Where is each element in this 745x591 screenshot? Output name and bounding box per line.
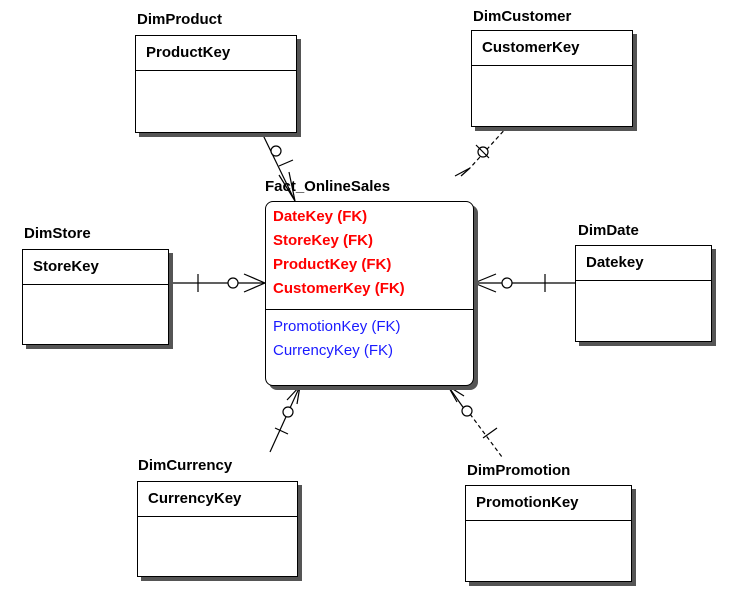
fk-datekey: DateKey (FK) [273,208,368,225]
entity-divider [466,520,631,521]
entity-divider [136,70,296,71]
entity-divider [472,65,632,66]
dimdate-title: DimDate [578,222,639,239]
fk-currencykey: CurrencyKey (FK) [273,342,394,359]
fk-productkey: ProductKey (FK) [273,256,392,273]
fk-customerkey: CustomerKey (FK) [273,280,405,297]
dimdate-entity[interactable]: Datekey [575,245,712,342]
fact-title: Fact_OnlineSales [265,178,391,195]
dimproduct-title: DimProduct [137,11,223,28]
dimproduct-entity[interactable]: ProductKey [135,35,297,133]
dimcustomer-entity[interactable]: CustomerKey [471,30,633,127]
dimcurrency-key: CurrencyKey [148,490,242,507]
dimdate-key: Datekey [586,254,644,271]
entity-divider [138,516,297,517]
entity-divider [576,280,711,281]
dimstore-title: DimStore [24,225,91,242]
customer-relationship-line [469,125,509,169]
currency-relationship-line [269,385,301,453]
product-relationship-line [262,134,296,202]
dimcustomer-key: CustomerKey [482,39,580,56]
dimstore-entity[interactable]: StoreKey [22,249,169,345]
fk-storekey: StoreKey (FK) [273,232,374,249]
dimpromotion-key: PromotionKey [476,494,579,511]
dimproduct-key: ProductKey [146,44,231,61]
entity-divider [23,284,168,285]
entity-divider [266,309,473,310]
fk-promotionkey: PromotionKey (FK) [273,318,401,335]
dimcurrency-title: DimCurrency [138,457,233,474]
dimpromotion-entity[interactable]: PromotionKey [465,485,632,582]
fact-online-sales-entity[interactable]: DateKey (FK) StoreKey (FK) ProductKey (F… [265,201,474,386]
dimstore-key: StoreKey [33,258,99,275]
dimcurrency-entity[interactable]: CurrencyKey [137,481,298,577]
dimpromotion-title: DimPromotion [467,462,571,479]
dimcustomer-title: DimCustomer [473,8,572,25]
